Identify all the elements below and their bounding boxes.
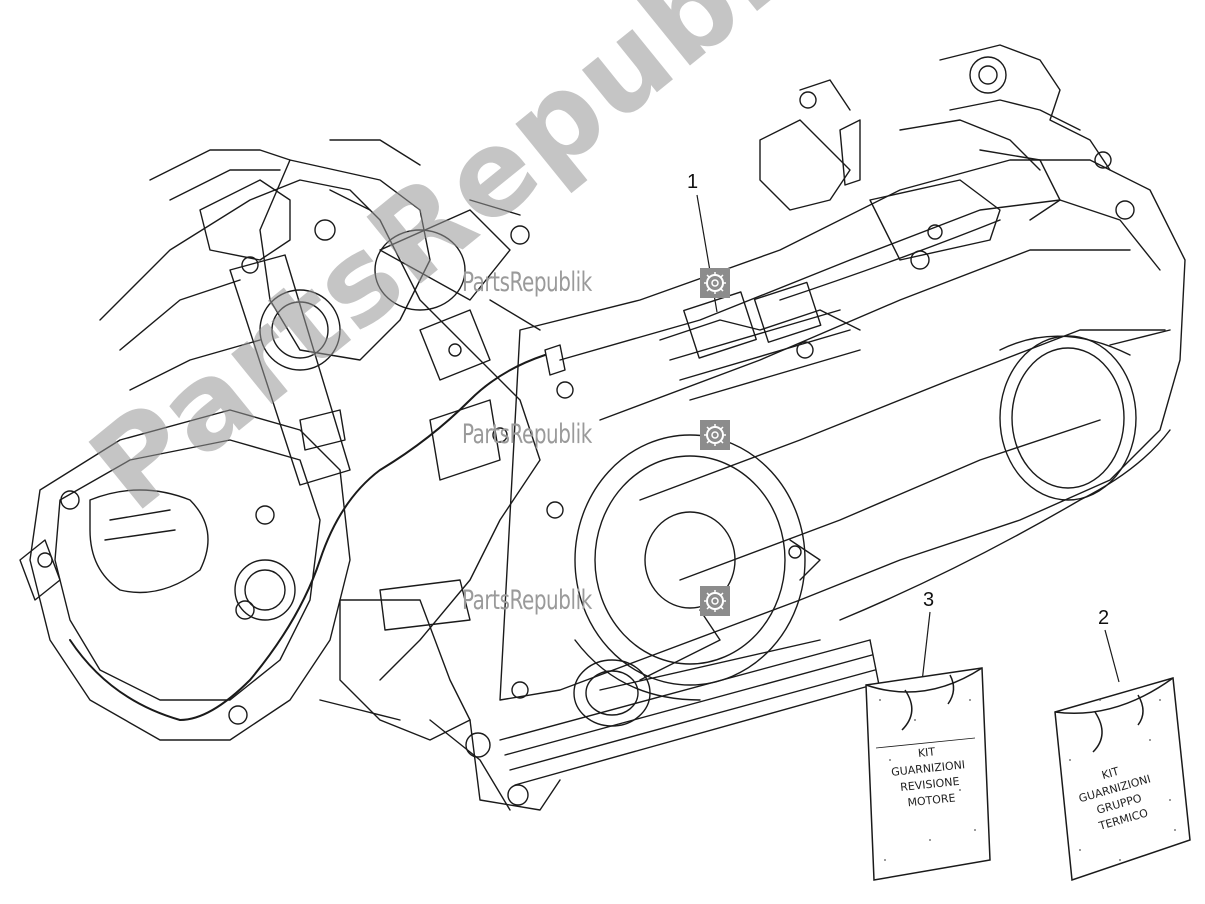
leader-line-2 [1104, 629, 1120, 683]
callout-2[interactable]: 2 [1098, 607, 1110, 629]
callout-3[interactable]: 3 [923, 589, 935, 611]
gear-icon [700, 420, 730, 450]
gear-icon [700, 268, 730, 298]
leader-line-3 [921, 611, 931, 683]
kit-label-engine-overhaul: KIT GUARNIZIONI REVISIONE MOTORE [889, 741, 969, 812]
kit-bag-engine-overhaul [865, 667, 991, 881]
watermark-brand: PartsRepublik [462, 267, 592, 298]
watermark-brand: PartsRepublik [462, 419, 592, 450]
callout-1[interactable]: 1 [687, 171, 699, 193]
watermark-brand: PartsRepublik [462, 585, 592, 616]
kit-bag-speckles [879, 699, 1176, 861]
gear-icon [700, 586, 730, 616]
kit-bag-cylinder-group [1054, 677, 1191, 882]
